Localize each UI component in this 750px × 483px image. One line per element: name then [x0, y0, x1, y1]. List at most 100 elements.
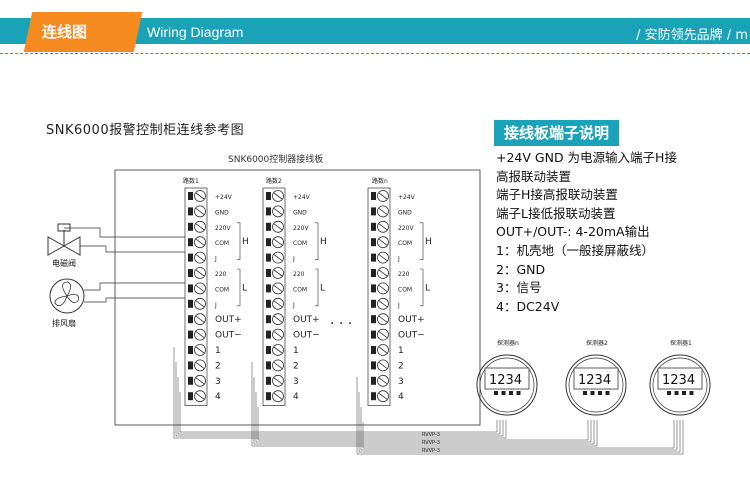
terminal: OUT+ [371, 313, 425, 325]
header-divider [0, 53, 750, 54]
terminal: 4 [188, 390, 221, 402]
legend-line: +24V GND 为电源输入端子H接 [496, 150, 677, 165]
legend-line: 2：GND [496, 261, 546, 277]
banner-subtitle: Wiring Diagram [147, 24, 244, 40]
terminal-label: OUT− [293, 331, 320, 341]
terminal: GND [266, 205, 307, 218]
terminal-label: OUT+ [398, 315, 425, 325]
terminal-label: 220 [398, 271, 410, 278]
group-label-h: H [320, 237, 327, 247]
device-label: 排风扇 [52, 318, 76, 328]
terminal-label: COM [215, 240, 229, 247]
detector-pins: 1234 [662, 373, 695, 388]
terminal-label: 220V [398, 225, 414, 232]
terminal-label: 3 [215, 377, 221, 387]
terminal-label: 4 [398, 392, 404, 402]
detector-label: 探测器n [497, 339, 519, 347]
terminal-label: COM [293, 286, 307, 293]
terminal: 220V [266, 220, 309, 233]
terminal: 4 [371, 390, 404, 402]
loop-label: 路数1 [183, 177, 199, 185]
loop-label: 路数2 [266, 177, 282, 185]
group-label-h: H [425, 237, 432, 247]
legend-line: 4：DC24V [496, 298, 560, 314]
terminal-label: COM [398, 286, 412, 293]
terminal-label: 220 [293, 271, 305, 278]
terminal-label: GND [215, 209, 229, 216]
terminal-label: 1 [398, 346, 404, 356]
terminal-label: +24V [215, 194, 233, 201]
terminal: 1 [266, 344, 299, 356]
device-label: 电磁阀 [52, 258, 76, 268]
terminal-label: 220V [293, 225, 309, 232]
board-label: SNK6000控制器接线板 [228, 155, 324, 165]
terminal: OUT− [188, 328, 242, 341]
terminal: 2 [266, 359, 299, 371]
terminal-label: 2 [398, 361, 404, 371]
terminal-label: GND [293, 209, 307, 216]
header-banner: 连线图 Wiring Diagram / 安防领先品牌 / m [0, 12, 750, 52]
terminal: OUT− [371, 328, 425, 341]
terminal: 220V [188, 220, 231, 233]
terminal: COM [188, 282, 229, 295]
terminal-label: 220 [215, 271, 227, 278]
cable-label: RVVP-3 [422, 432, 440, 438]
terminal-label: 4 [215, 392, 221, 402]
terminal: +24V [371, 190, 416, 202]
terminal: 3 [266, 374, 299, 387]
detector-label: 探测器2 [586, 339, 608, 347]
terminal-label: 1 [293, 346, 299, 356]
terminal: COM [371, 236, 412, 249]
terminal: J [266, 251, 295, 264]
cable-label: RVVP-3 [422, 448, 440, 454]
terminal-label: J [292, 302, 295, 309]
terminal-label: OUT+ [215, 315, 242, 325]
group-label-l: L [425, 283, 430, 293]
terminal-label: OUT− [398, 331, 425, 341]
terminal: 2 [188, 359, 221, 371]
terminal-label: +24V [398, 194, 416, 201]
terminal-label: COM [398, 240, 412, 247]
legend-line: 高报联动装置 [496, 168, 572, 184]
terminal: 4 [266, 390, 299, 402]
terminal: J [188, 251, 217, 264]
solenoid-valve-icon [47, 223, 81, 256]
legend-line: 端子L接低报联动装置 [496, 205, 616, 221]
terminal: 3 [371, 374, 404, 387]
diagram-title: SNK6000报警控制柜连线参考图 [46, 123, 245, 138]
terminal-label: J [397, 302, 400, 309]
terminal: COM [188, 236, 229, 249]
terminal-label: 3 [398, 377, 404, 387]
terminal: 220 [266, 267, 305, 279]
terminal-label: +24V [293, 194, 311, 201]
terminal-label: 220V [215, 225, 231, 232]
terminal: OUT− [266, 328, 320, 341]
terminal: GND [371, 205, 412, 218]
terminal: +24V [266, 190, 311, 202]
terminal: 220V [371, 220, 414, 233]
terminal: COM [266, 236, 307, 249]
legend-line: 1：机壳地（一般接屏蔽线） [496, 242, 654, 258]
terminal: OUT+ [188, 313, 242, 325]
terminal-strips: +24VGND220VCOMJ220COMJOUT+OUT−1234HL+24V… [184, 187, 432, 406]
group-label-l: L [242, 283, 247, 293]
terminal-label: J [214, 256, 217, 263]
terminal: 1 [371, 344, 404, 356]
terminal: J [188, 297, 217, 310]
detector-pins: 1234 [578, 373, 611, 388]
terminal-label: 2 [215, 361, 221, 371]
loop-label: 路数n [372, 177, 388, 185]
terminal-label: OUT− [215, 331, 242, 341]
ellipsis: · · · [330, 316, 352, 332]
terminal-label: 1 [215, 346, 221, 356]
terminal: J [371, 251, 400, 264]
banner-slogan: / 安防领先品牌 / m [636, 28, 748, 43]
legend-line: 端子H接高报联动装置 [496, 187, 618, 203]
group-label-h: H [242, 237, 249, 247]
terminal-label: J [214, 302, 217, 309]
terminal: COM [266, 282, 307, 295]
